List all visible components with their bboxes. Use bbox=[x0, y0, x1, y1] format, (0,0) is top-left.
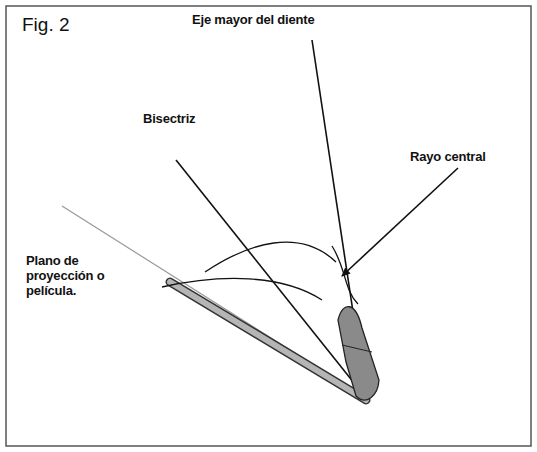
face-profile-curve bbox=[332, 246, 358, 304]
soft-tissue-curve bbox=[205, 242, 336, 272]
film-label: Plano de proyección o película. bbox=[26, 254, 110, 299]
palate-curve bbox=[162, 278, 322, 300]
film-bar bbox=[170, 282, 366, 400]
central-ray-label: Rayo central bbox=[410, 150, 486, 165]
tooth-cej-line bbox=[342, 345, 372, 352]
bisector-label: Bisectriz bbox=[143, 112, 195, 127]
axis-label: Eje mayor del diente bbox=[192, 13, 314, 28]
figure-frame bbox=[6, 6, 531, 446]
film-bar-outline bbox=[170, 282, 366, 400]
figure-title: Fig. 2 bbox=[22, 14, 70, 36]
central-ray-arrow bbox=[342, 168, 458, 276]
bisector-line bbox=[176, 160, 366, 398]
tooth-shape bbox=[338, 307, 379, 400]
